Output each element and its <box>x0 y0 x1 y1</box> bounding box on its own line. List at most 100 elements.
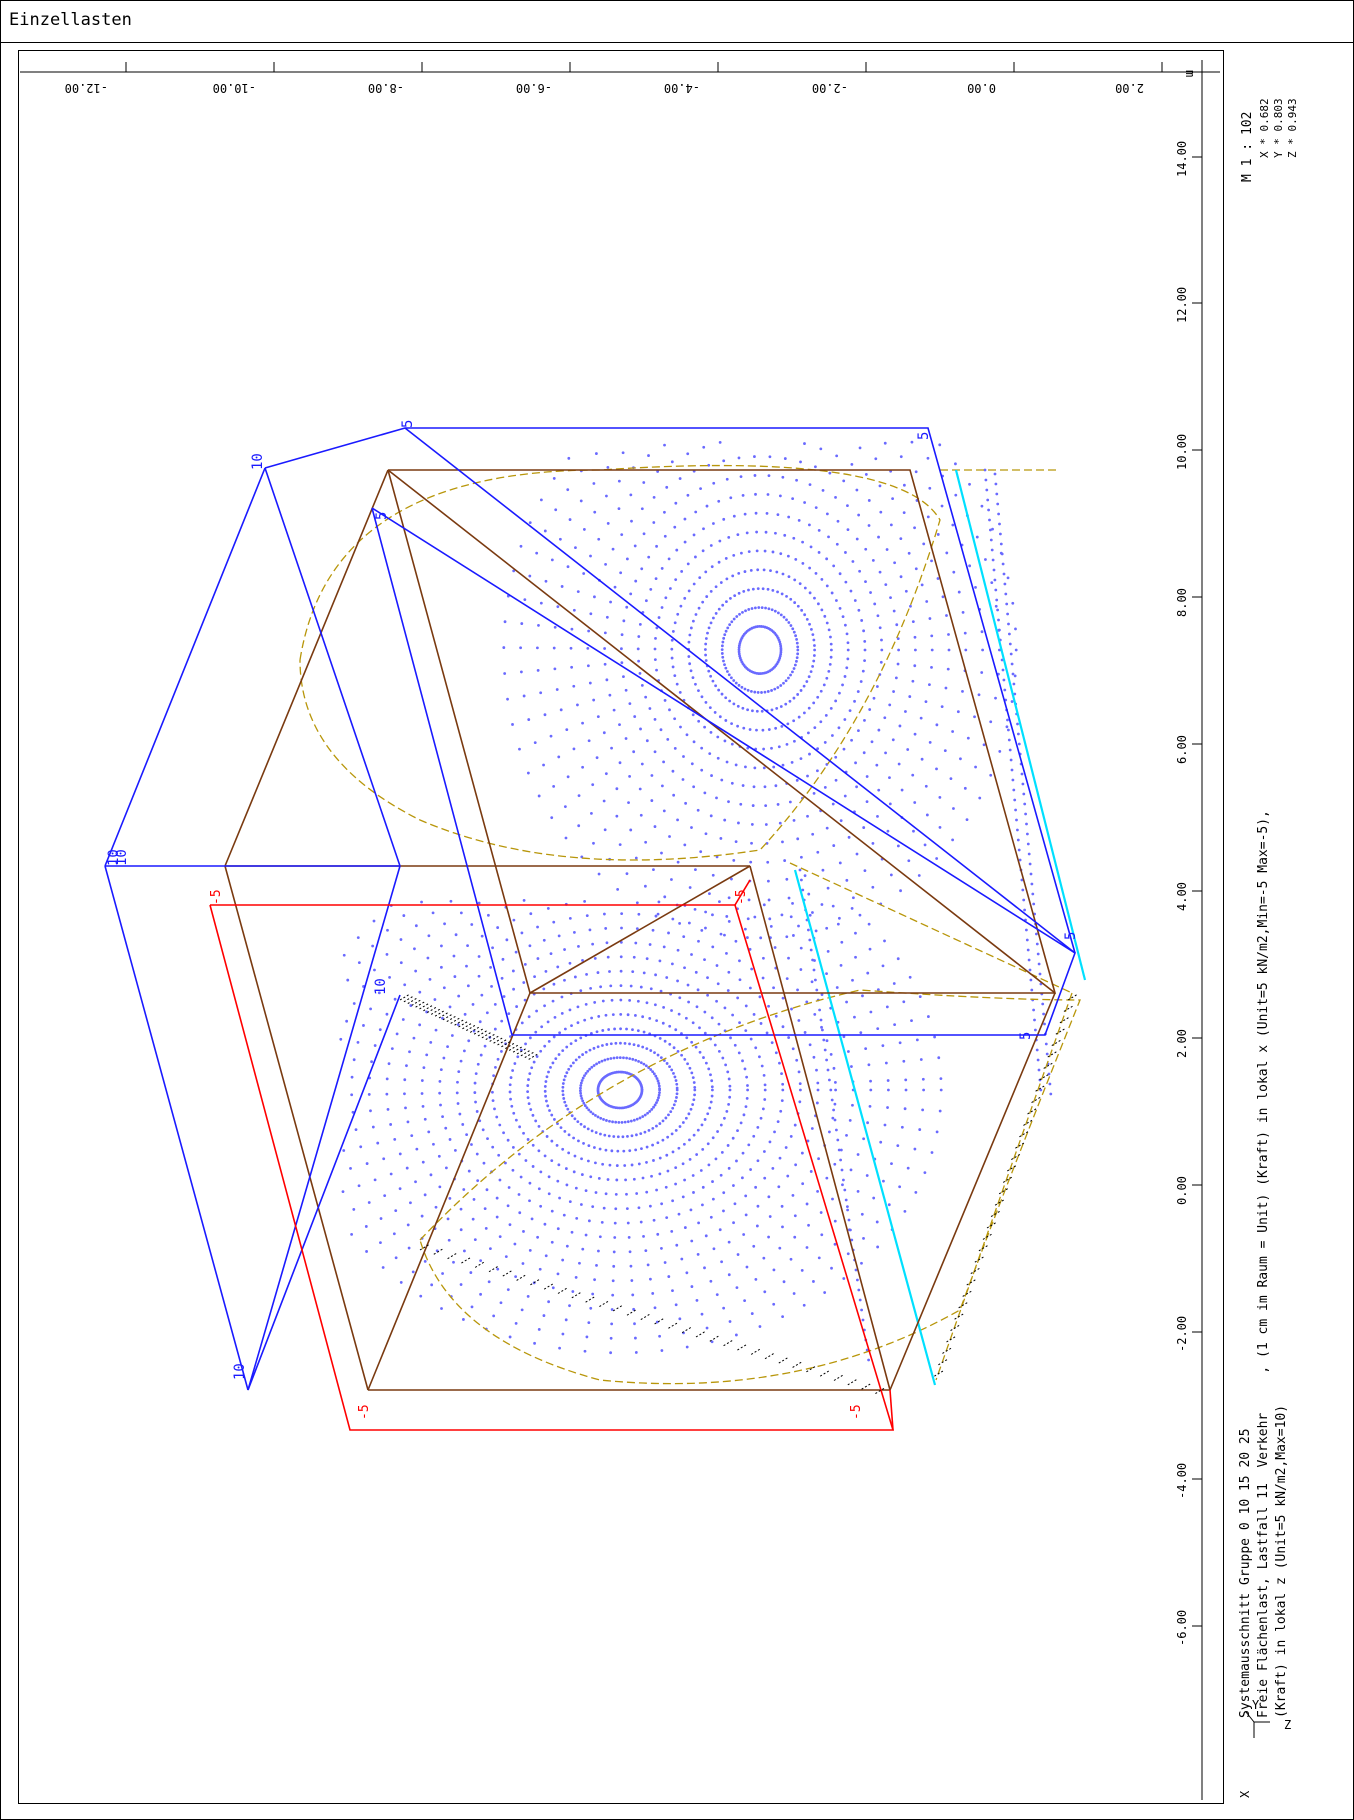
load-dot <box>678 921 682 925</box>
load-dot <box>710 1085 714 1089</box>
load-dot <box>812 968 816 972</box>
load-dot <box>640 1087 644 1091</box>
load-dot <box>856 690 860 693</box>
structure-edge <box>889 992 1056 1391</box>
dashed-outline-upper <box>299 464 941 861</box>
load-dot <box>842 747 846 751</box>
load-dot <box>736 704 740 708</box>
load-dot <box>491 1090 494 1094</box>
load-dot <box>608 693 612 697</box>
load-dot <box>755 1224 759 1228</box>
load-dot <box>549 1065 552 1069</box>
load-dot <box>876 814 879 818</box>
load-dot <box>692 1191 695 1194</box>
load-dot <box>755 530 758 534</box>
load-dot <box>779 613 783 617</box>
load-dot <box>843 675 847 678</box>
load-dot <box>691 713 695 717</box>
load-dot <box>588 1048 592 1052</box>
load-dot <box>683 966 686 970</box>
load-dot <box>567 456 571 460</box>
load-dot <box>676 818 679 822</box>
load-arrow <box>543 1282 555 1290</box>
load-arrow <box>1067 993 1079 1001</box>
load-dot <box>539 1204 543 1208</box>
load-dot <box>616 1149 620 1153</box>
load-dot <box>493 1107 496 1111</box>
load-dot <box>663 699 667 702</box>
load-dot <box>508 1083 512 1087</box>
load-arrow <box>819 1369 831 1377</box>
load-dot <box>685 733 689 737</box>
load-dot <box>621 1135 625 1139</box>
structure-edge <box>224 865 369 1391</box>
load-arrow <box>1063 1004 1075 1012</box>
load-dot <box>893 561 897 565</box>
top-axis-label: -10.00 <box>213 81 256 95</box>
load-dot <box>428 977 432 981</box>
load-dot <box>924 700 928 704</box>
load-dot <box>573 930 576 934</box>
load-dot <box>966 736 970 740</box>
load-dot <box>539 691 543 695</box>
load-dot <box>718 440 722 444</box>
load-dot <box>543 1222 547 1226</box>
load-dot <box>792 667 796 670</box>
load-dot <box>838 606 842 610</box>
load-dot <box>994 604 998 608</box>
load-dot <box>708 892 711 896</box>
load-dot <box>726 626 730 630</box>
load-dot <box>779 705 783 708</box>
load-dot <box>723 663 726 667</box>
load-z-label-10: 10 <box>114 849 130 866</box>
load-dot <box>739 802 743 806</box>
load-dot <box>563 1129 567 1133</box>
load-dot <box>732 1184 735 1187</box>
load-dot <box>519 646 523 650</box>
load-dot <box>687 640 691 644</box>
load-dot <box>592 1064 596 1067</box>
load-dot <box>880 638 883 642</box>
load-dot <box>675 1092 679 1096</box>
load-dot <box>851 1103 854 1107</box>
load-dot <box>874 457 878 461</box>
load-dot <box>341 1190 345 1194</box>
load-dot <box>838 691 841 695</box>
load-dot <box>438 1091 442 1095</box>
load-dot <box>794 1163 798 1167</box>
caption-line-3: (Kraft) in lokal z (Unit=5 kN/m2,Max=10) <box>1274 1404 1289 1718</box>
window-title: Einzellasten <box>9 10 132 30</box>
load-dot <box>504 1161 507 1165</box>
load-dot <box>704 926 707 930</box>
load-dot <box>589 1306 593 1310</box>
load-dot <box>869 1088 873 1092</box>
load-dot <box>634 579 638 583</box>
load-dot <box>732 617 736 621</box>
load-dot <box>620 912 624 916</box>
load-dot <box>597 1176 601 1180</box>
load-dot <box>667 1113 670 1117</box>
load-dot <box>659 989 663 993</box>
load-dot <box>695 1298 699 1302</box>
load-dot <box>857 1288 861 1292</box>
load-dot <box>672 1071 675 1075</box>
load-dot <box>743 927 747 931</box>
load-dot <box>677 1212 681 1216</box>
load-dot <box>491 1099 495 1102</box>
load-dot <box>686 562 690 566</box>
load-dot <box>563 1100 567 1104</box>
load-dot <box>877 788 881 792</box>
load-dot <box>860 1308 863 1312</box>
load-arrow <box>1023 1118 1034 1126</box>
load-dot <box>779 644 783 648</box>
load-dot <box>625 1192 628 1196</box>
load-dot <box>811 633 815 637</box>
load-dot <box>594 452 598 455</box>
load-dot <box>597 537 601 541</box>
load-dot <box>841 1183 844 1187</box>
load-dot <box>719 1173 723 1177</box>
load-dot <box>441 1272 444 1275</box>
load-dot <box>609 1042 613 1046</box>
load-dot <box>998 750 1002 753</box>
load-dot <box>415 1147 419 1151</box>
